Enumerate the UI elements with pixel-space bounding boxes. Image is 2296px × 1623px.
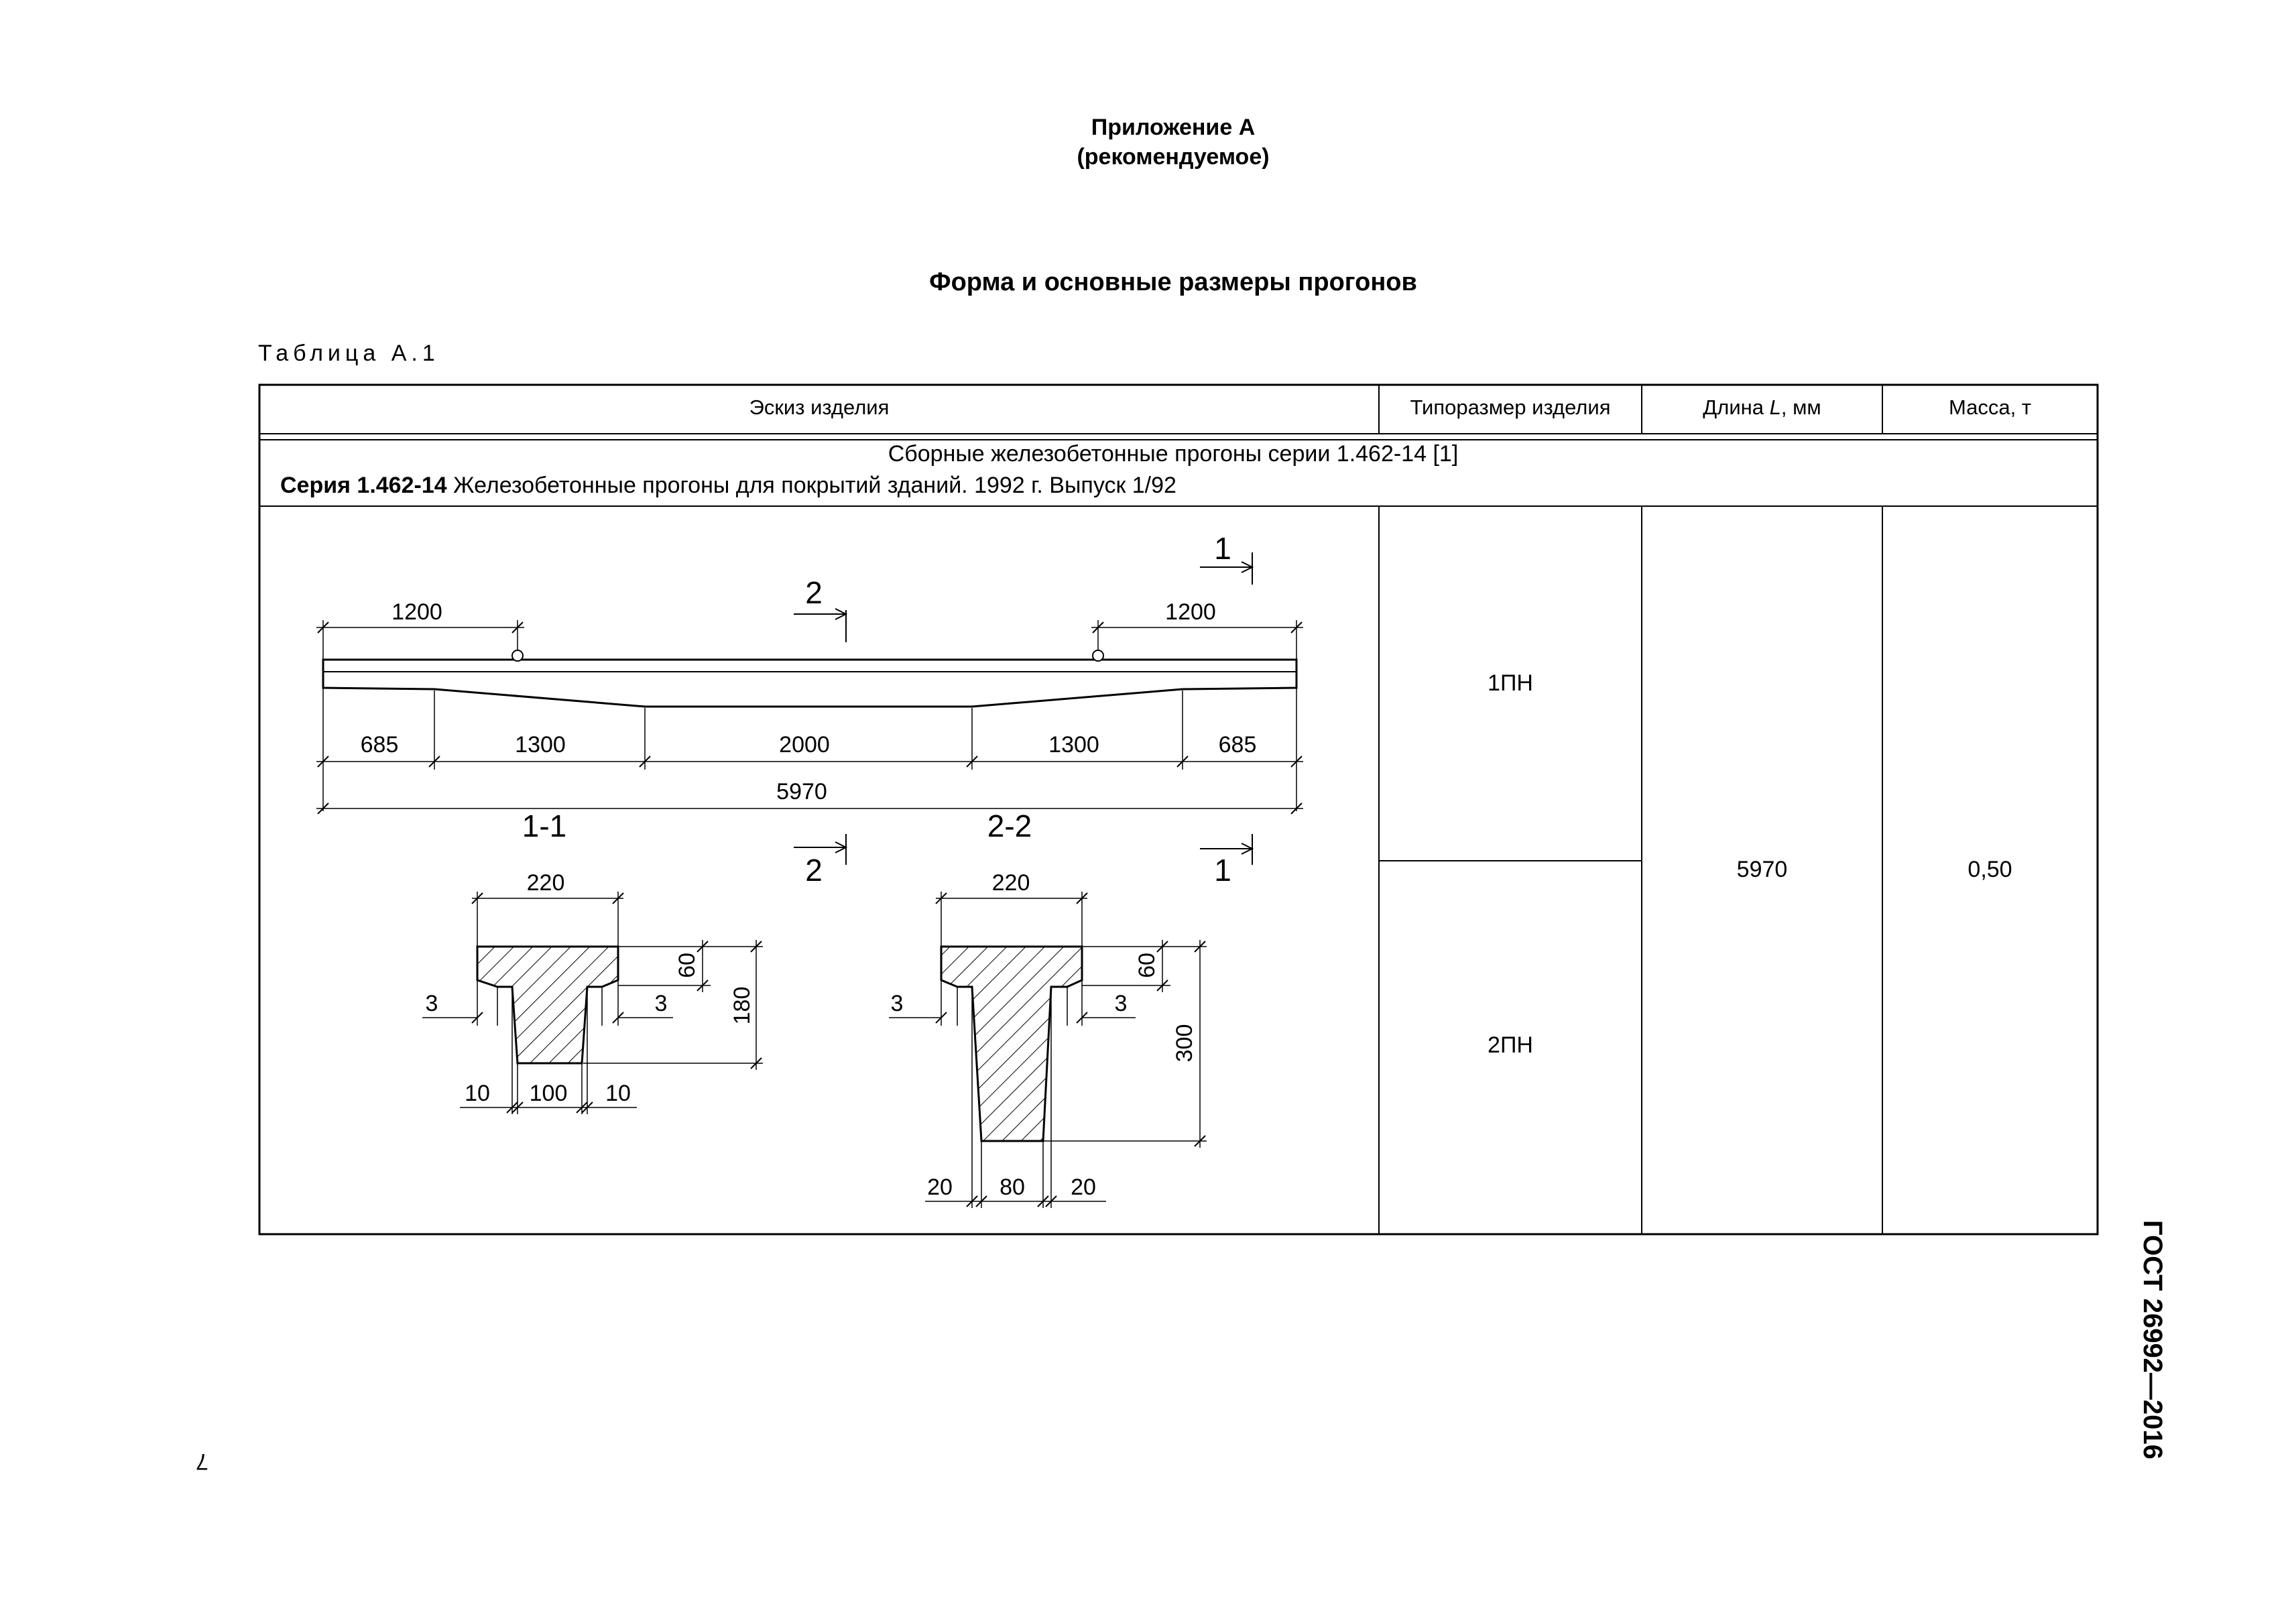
s22-height: 300 xyxy=(1172,1024,1197,1063)
dim-bottom-2: 2000 xyxy=(779,732,830,758)
table-grid xyxy=(258,383,2099,1236)
type-1pn: 1ПН xyxy=(1488,670,1533,696)
doc-code-text: ГОСТ 26992—2016 xyxy=(2138,1220,2167,1459)
s22-bottom-mid: 80 xyxy=(1000,1175,1025,1200)
type-2pn: 2ПН xyxy=(1488,1032,1533,1058)
doc-code: ГОСТ 26992—2016 xyxy=(2135,1220,2175,1502)
purlin-elevation xyxy=(316,552,1303,865)
dim-bottom-3: 1300 xyxy=(1048,732,1099,758)
s11-height: 180 xyxy=(729,987,755,1025)
header-length-suffix: , мм xyxy=(1780,396,1821,419)
group-series-text: Железобетонные прогоны для покрытий здан… xyxy=(446,473,1176,498)
dim-bottom-0: 685 xyxy=(361,732,399,758)
header-length: Длина L, мм xyxy=(1642,396,1882,420)
header-mass: Масса, т xyxy=(1948,396,2032,419)
mass-value: 0,50 xyxy=(1968,857,2012,882)
cut-mark-2-top: 2 xyxy=(805,575,823,610)
s11-ledge-left: 3 xyxy=(426,991,438,1016)
s11-flange: 60 xyxy=(674,953,700,978)
s11-bottom-mid: 100 xyxy=(530,1081,568,1106)
header-length-prefix: Длина xyxy=(1703,396,1770,419)
cut-mark-1-bottom: 1 xyxy=(1214,853,1231,888)
dim-bottom-4: 685 xyxy=(1219,732,1257,758)
s22-bottom-right: 20 xyxy=(1071,1175,1096,1200)
header-sketch: Эскиз изделия xyxy=(749,396,890,419)
s22-ledge-left: 3 xyxy=(891,991,904,1016)
cut-mark-2-bottom: 2 xyxy=(805,853,823,888)
elevation-dimension-labels: 1200 1200 685 1300 2000 1300 685 5970 xyxy=(361,599,1257,804)
page-number: 7 xyxy=(196,1449,208,1474)
s11-bottom-right: 10 xyxy=(605,1081,631,1106)
section-2-2: 2-2 220 60 300 3 3 20 80 20 xyxy=(889,808,1207,1208)
appendix-title: Приложение А xyxy=(1091,115,1256,140)
section-title: Форма и основные размеры прогонов xyxy=(929,268,1417,296)
section-1-1-label: 1-1 xyxy=(522,808,566,843)
header-length-var: L xyxy=(1769,396,1781,419)
s11-bottom-left: 10 xyxy=(465,1081,490,1106)
s22-flange: 60 xyxy=(1134,953,1160,978)
s22-width: 220 xyxy=(992,870,1030,896)
s22-bottom-left: 20 xyxy=(927,1175,953,1200)
group-series: Серия 1.462-14 Железобетонные прогоны дл… xyxy=(280,473,2090,499)
cut-mark-1-top: 1 xyxy=(1214,531,1231,566)
dim-top-right: 1200 xyxy=(1165,599,1216,625)
table-label: Таблица А.1 xyxy=(258,341,440,366)
s11-width: 220 xyxy=(527,870,565,896)
group-series-bold: Серия 1.462-14 xyxy=(280,473,447,498)
dim-top-left: 1200 xyxy=(391,599,442,625)
dim-bottom-1: 1300 xyxy=(515,732,566,758)
header-type: Типоразмер изделия xyxy=(1410,396,1611,419)
cut-mark-labels: 2 2 1 1 xyxy=(805,531,1231,888)
section-1-1: 1-1 220 60 180 3 3 10 100 10 xyxy=(422,808,763,1114)
dim-overall: 5970 xyxy=(776,779,827,804)
appendix-subtitle: (рекомендуемое) xyxy=(1077,144,1270,170)
s22-ledge-right: 3 xyxy=(1115,991,1128,1016)
section-2-2-label: 2-2 xyxy=(987,808,1032,843)
s11-ledge-right: 3 xyxy=(655,991,668,1016)
length-value: 5970 xyxy=(1736,857,1788,882)
appendix-heading: Приложение А (рекомендуемое) xyxy=(1006,113,1341,172)
group-title: Сборные железобетонные прогоны серии 1.4… xyxy=(888,441,1459,467)
